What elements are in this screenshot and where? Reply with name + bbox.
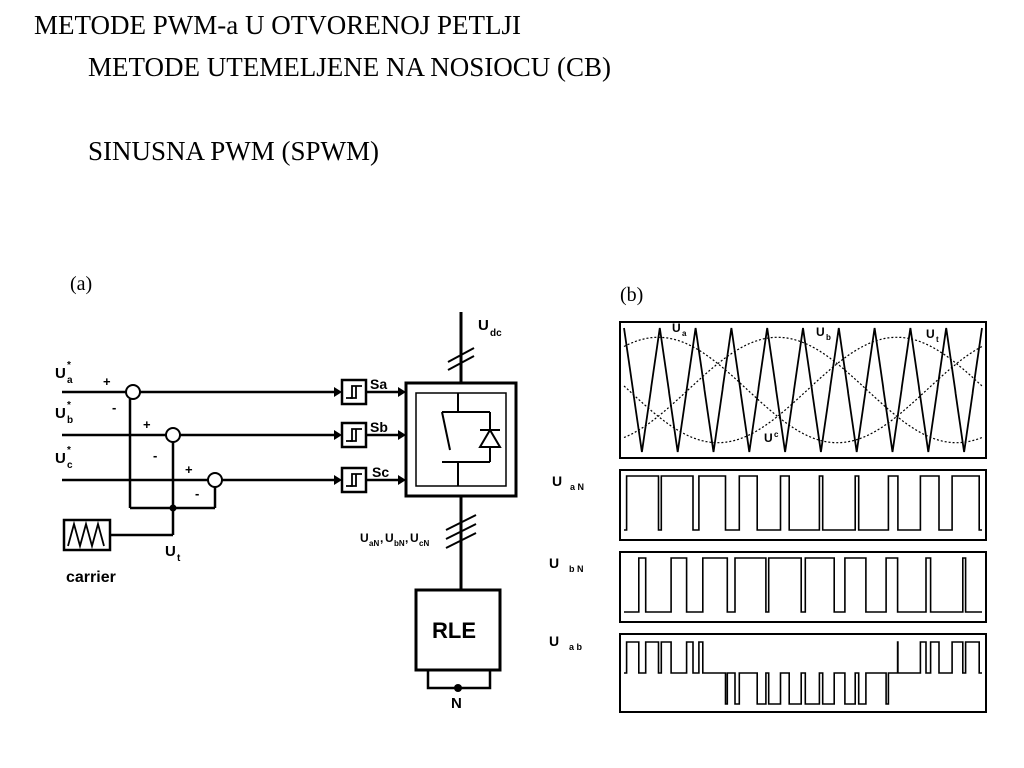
summer-a bbox=[125, 384, 141, 400]
arrow-a bbox=[334, 387, 342, 397]
switch-b-label: Sb bbox=[370, 419, 388, 435]
carrier-triangle-icon bbox=[67, 520, 105, 550]
reference-a-waveform bbox=[623, 336, 983, 444]
ref-b-sub: b bbox=[67, 415, 73, 426]
ref-c-label: U bbox=[55, 450, 66, 467]
ref-b-star: * bbox=[67, 400, 71, 411]
wave-ut-label: U bbox=[926, 327, 935, 341]
inverter-block bbox=[404, 381, 518, 498]
phase-sep-2: , bbox=[405, 531, 408, 545]
carrier-symbol-sub: t bbox=[177, 553, 181, 564]
ref-a-label: U bbox=[55, 365, 66, 382]
panel-references bbox=[619, 321, 987, 459]
summer-c-minus: - bbox=[195, 486, 199, 501]
phase-v3-sub: cN bbox=[419, 539, 429, 548]
ref-c-star: * bbox=[67, 445, 71, 456]
carrier-junction-dot bbox=[169, 504, 177, 512]
dc-bus-tick-2 bbox=[447, 355, 475, 371]
arrow-b bbox=[334, 430, 342, 440]
ref-c-sub: c bbox=[67, 460, 73, 471]
panel-uab bbox=[619, 633, 987, 713]
uan-waveform bbox=[624, 475, 982, 531]
uab-waveform bbox=[624, 641, 982, 705]
reference-c-waveform bbox=[623, 336, 983, 444]
dc-bus-tick-1 bbox=[447, 347, 475, 363]
slide-section-title: SINUSNA PWM (SPWM) bbox=[88, 136, 380, 166]
neutral-dot bbox=[454, 684, 462, 692]
figure-b-waveforms: (b) U a U b U c U t U a N U b N U a b bbox=[549, 284, 987, 713]
wave-uc-sub: c bbox=[774, 430, 779, 439]
ref-a-sub: a bbox=[67, 375, 73, 386]
reference-b-waveform bbox=[623, 336, 983, 444]
uab-label: U bbox=[549, 633, 559, 649]
summer-a-minus: - bbox=[112, 400, 116, 415]
ref-b-label: U bbox=[55, 405, 66, 422]
comparator-c bbox=[340, 466, 368, 494]
summer-b-plus: + bbox=[143, 417, 151, 432]
wave-ub-label: U bbox=[816, 325, 825, 339]
ref-a-star: * bbox=[67, 360, 71, 371]
switch-a-label: Sa bbox=[370, 376, 387, 392]
wave-ua-label: U bbox=[672, 321, 681, 335]
uan-sub: a N bbox=[570, 482, 584, 492]
wave-uc-label: U bbox=[764, 431, 773, 445]
summer-b-minus: - bbox=[153, 448, 157, 463]
slide-title: METODE PWM-a U OTVORENOJ PETLJI bbox=[34, 10, 521, 40]
slide-subtitle: METODE UTEMELJENE NA NOSIOCU (CB) bbox=[88, 52, 611, 82]
summer-a-plus: + bbox=[103, 374, 111, 389]
panel-ubn bbox=[619, 551, 987, 623]
phase-v2-sub: bN bbox=[394, 539, 405, 548]
carrier-waveform bbox=[623, 327, 983, 453]
summer-b bbox=[165, 427, 181, 443]
panel-uan bbox=[619, 469, 987, 541]
output-tick-2 bbox=[445, 523, 477, 540]
phase-v1-sub: aN bbox=[369, 539, 379, 548]
summer-c-plus: + bbox=[185, 462, 193, 477]
switch-c-label: Sc bbox=[372, 464, 389, 480]
wave-ut-sub: t bbox=[936, 335, 939, 344]
phase-sep-1: , bbox=[380, 531, 383, 545]
output-tick-1 bbox=[445, 514, 477, 531]
output-tick-3 bbox=[445, 532, 477, 549]
arrow-sb bbox=[398, 430, 406, 440]
phase-v3: U bbox=[410, 531, 419, 545]
ubn-label: U bbox=[549, 555, 559, 571]
dc-sub: dc bbox=[490, 328, 502, 339]
figure-a-block-diagram: (a) U a * U b * U c * + - + - + - carr bbox=[55, 273, 518, 712]
summer-c bbox=[207, 472, 223, 488]
figure-a-caption: (a) bbox=[70, 273, 92, 295]
phase-v1: U bbox=[360, 531, 369, 545]
neutral-label: N bbox=[451, 695, 462, 712]
ubn-waveform bbox=[624, 557, 982, 613]
comparator-b bbox=[340, 421, 368, 449]
carrier-symbol: U bbox=[165, 543, 176, 560]
rle-label: RLE bbox=[432, 618, 476, 643]
carrier-label: carrier bbox=[66, 569, 116, 586]
phase-v2: U bbox=[385, 531, 394, 545]
inverter-switch-blade bbox=[441, 411, 451, 451]
inverter-inner bbox=[415, 392, 507, 487]
arrow-sa bbox=[398, 387, 406, 397]
phase-voltages-label: U aN , U bN , U cN bbox=[360, 531, 429, 548]
arrow-sc bbox=[398, 475, 406, 485]
wave-ua-sub: a bbox=[682, 329, 687, 338]
arrow-c bbox=[334, 475, 342, 485]
uab-sub: a b bbox=[569, 642, 583, 652]
comparator-a bbox=[340, 378, 368, 406]
wave-ub-sub: b bbox=[826, 333, 831, 342]
figure-b-caption: (b) bbox=[620, 284, 643, 306]
dc-label: U bbox=[478, 317, 489, 334]
diode-icon bbox=[478, 428, 502, 448]
uan-label: U bbox=[552, 473, 562, 489]
rle-load-block bbox=[414, 588, 502, 672]
ubn-sub: b N bbox=[569, 564, 584, 574]
